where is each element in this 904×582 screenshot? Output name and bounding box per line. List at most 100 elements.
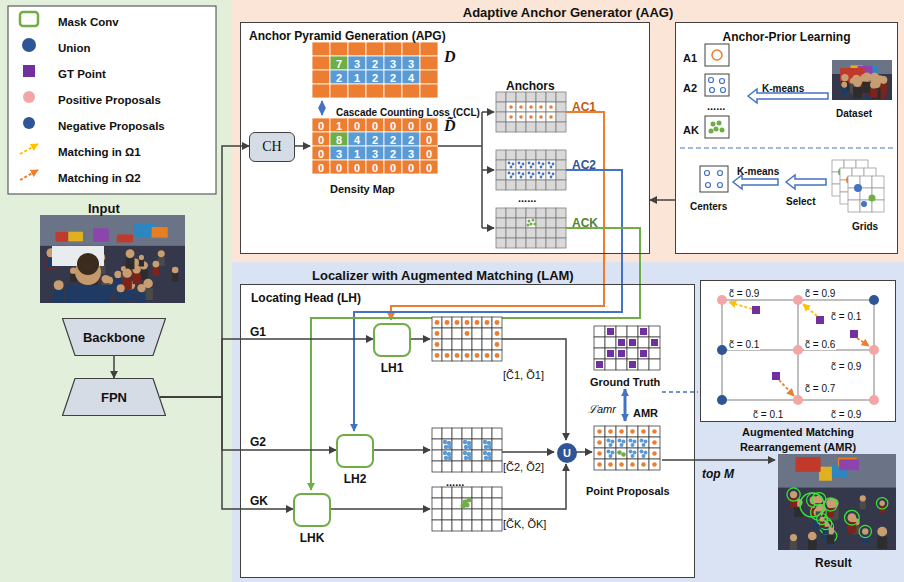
art-dot <box>620 443 624 447</box>
label-text-wrap: c̃ = 0.9 <box>728 283 760 301</box>
photo-body <box>137 292 145 303</box>
grid-cell <box>516 170 526 180</box>
cell-number: 2 <box>372 134 378 146</box>
label-text: Grids <box>852 221 878 232</box>
detection-ring <box>845 510 860 525</box>
cell-number: 0 <box>354 162 360 174</box>
grid-cell <box>348 70 366 84</box>
grid-cell <box>348 56 366 70</box>
label-text-wrap: c̃ = 0.9 <box>830 356 862 374</box>
grid-cell <box>616 359 627 370</box>
art-dot <box>528 172 531 175</box>
grid-cell <box>384 84 402 98</box>
grid-cell <box>472 439 482 450</box>
label-text-wrap: K-means <box>737 161 779 179</box>
cell-number: 0 <box>390 120 396 132</box>
art-dot <box>518 172 521 175</box>
art-dot <box>641 462 646 467</box>
match-line <box>803 304 817 316</box>
grid-cell <box>492 317 502 328</box>
grid-cell <box>402 132 420 146</box>
art-dot <box>530 223 533 226</box>
grid-cell <box>496 180 506 190</box>
grid-cell <box>452 439 462 450</box>
fpn-block-text-wrap: FPN <box>62 378 166 416</box>
cell-number-wrap: 1 <box>348 70 366 84</box>
gt-point <box>607 328 614 335</box>
grid-cell <box>546 218 556 228</box>
label-text: [C̃1, Õ1] <box>503 369 544 381</box>
art-dot <box>706 183 711 188</box>
grid-cell <box>452 498 462 509</box>
grid-cell <box>506 150 516 160</box>
art-dot <box>611 451 615 455</box>
grid-cell <box>627 426 638 437</box>
legend-text: Union <box>58 42 91 54</box>
match-line <box>729 302 752 309</box>
photo-body <box>862 535 868 543</box>
connector <box>160 339 373 397</box>
cell-number: 0 <box>354 120 360 132</box>
cell-number: 2 <box>390 148 396 160</box>
photo-head <box>126 249 135 258</box>
grid-cell <box>594 326 605 337</box>
photo-head <box>841 74 848 81</box>
photo-head <box>152 261 159 268</box>
connector <box>113 356 115 378</box>
art-dot <box>721 88 726 93</box>
grid-cell <box>546 238 556 248</box>
grid-cell <box>496 122 506 132</box>
art-dot <box>464 445 468 449</box>
grid-cell <box>482 487 492 498</box>
grid-cell <box>420 84 438 98</box>
art-dot <box>607 450 611 454</box>
grid-cell <box>462 520 472 531</box>
grid-cell <box>496 218 506 228</box>
grid-cell <box>462 339 472 350</box>
grid-cell <box>432 450 442 461</box>
art-dot <box>528 162 531 165</box>
photo-body <box>54 290 64 302</box>
locating-head-box-text-wrap: Locating Head (LH) <box>251 288 361 306</box>
legend-text: Positive Proposals <box>58 94 161 106</box>
grid-cell <box>472 450 482 461</box>
art-dot <box>608 462 613 467</box>
grid-cell <box>536 160 546 170</box>
grid-cell <box>366 84 384 98</box>
label-text-wrap: [C̃2, Õ2] <box>503 457 544 475</box>
art-dot <box>529 105 533 109</box>
label-text-wrap: ...... <box>518 188 536 206</box>
photo-sign <box>819 467 832 481</box>
label-text-wrap: A2 <box>683 78 697 96</box>
grid-cell <box>546 228 556 238</box>
photo-body <box>808 540 817 550</box>
apg-box-text: Anchor Pyramid Generation (APG) <box>249 29 446 43</box>
photo-body <box>870 88 877 97</box>
grid-cell <box>496 150 506 160</box>
label-text-wrap: Centers <box>690 196 727 214</box>
output-arrow <box>410 338 430 340</box>
label-text: Input <box>88 201 120 216</box>
art-dot <box>508 162 511 165</box>
label-text: D <box>444 48 456 65</box>
grid-cell <box>442 439 452 450</box>
negative-proposal <box>717 345 727 355</box>
locating-head-box: Locating Head (LH)LH1LH2LHKU <box>240 284 695 578</box>
art-dot <box>522 173 525 176</box>
grid-cell <box>616 326 627 337</box>
grid-cell <box>492 487 502 498</box>
label-text-wrap: c̃ = 0.1 <box>752 404 784 422</box>
art-dot <box>510 176 513 179</box>
grid-cell <box>384 118 402 132</box>
grid-cell <box>516 92 526 102</box>
art-dot <box>714 127 719 132</box>
legend-box <box>8 6 216 194</box>
cell-number: 1 <box>354 72 360 84</box>
grid-cell <box>442 509 452 520</box>
grid-cell <box>348 146 366 160</box>
grid-cell <box>638 437 649 448</box>
art-dot <box>622 440 626 444</box>
grid-cell <box>452 339 462 350</box>
art-dot <box>519 115 523 119</box>
label-text: c̃ = 0.1 <box>752 409 784 420</box>
